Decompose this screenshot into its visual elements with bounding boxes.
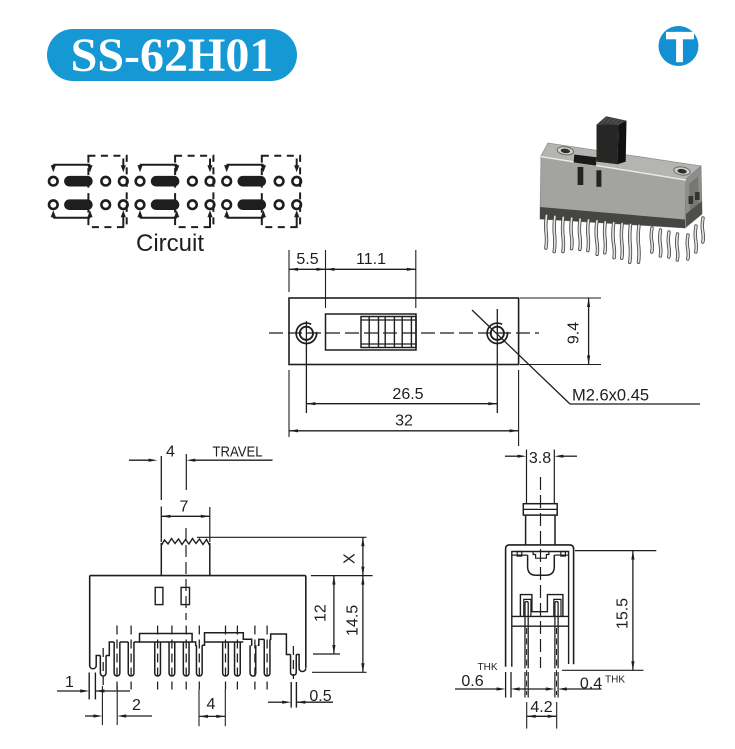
- svg-text:5.5: 5.5: [296, 251, 318, 268]
- svg-text:4: 4: [166, 444, 175, 461]
- svg-text:26.5: 26.5: [392, 386, 423, 403]
- svg-text:11.1: 11.1: [356, 251, 386, 268]
- svg-text:7: 7: [180, 499, 189, 516]
- svg-text:4.2: 4.2: [530, 699, 552, 716]
- svg-text:14.5: 14.5: [344, 605, 361, 636]
- svg-text:32: 32: [395, 413, 413, 430]
- svg-text:Circuit: Circuit: [136, 230, 204, 257]
- svg-text:0.4: 0.4: [580, 676, 602, 693]
- svg-text:TRAVEL: TRAVEL: [213, 444, 263, 461]
- svg-text:THK: THK: [478, 662, 498, 673]
- svg-text:1: 1: [65, 674, 74, 691]
- svg-text:SS-62H01: SS-62H01: [71, 29, 274, 82]
- svg-text:2: 2: [132, 697, 141, 714]
- svg-text:4: 4: [207, 696, 216, 713]
- svg-text:X: X: [342, 553, 359, 564]
- svg-text:3.8: 3.8: [529, 450, 551, 467]
- svg-text:M2.6x0.45: M2.6x0.45: [572, 387, 649, 405]
- svg-text:12: 12: [313, 604, 330, 622]
- svg-text:9.4: 9.4: [566, 322, 583, 344]
- svg-text:15.5: 15.5: [615, 598, 632, 629]
- svg-text:THK: THK: [605, 675, 625, 686]
- svg-text:0.5: 0.5: [309, 688, 331, 705]
- svg-text:0.6: 0.6: [461, 673, 483, 690]
